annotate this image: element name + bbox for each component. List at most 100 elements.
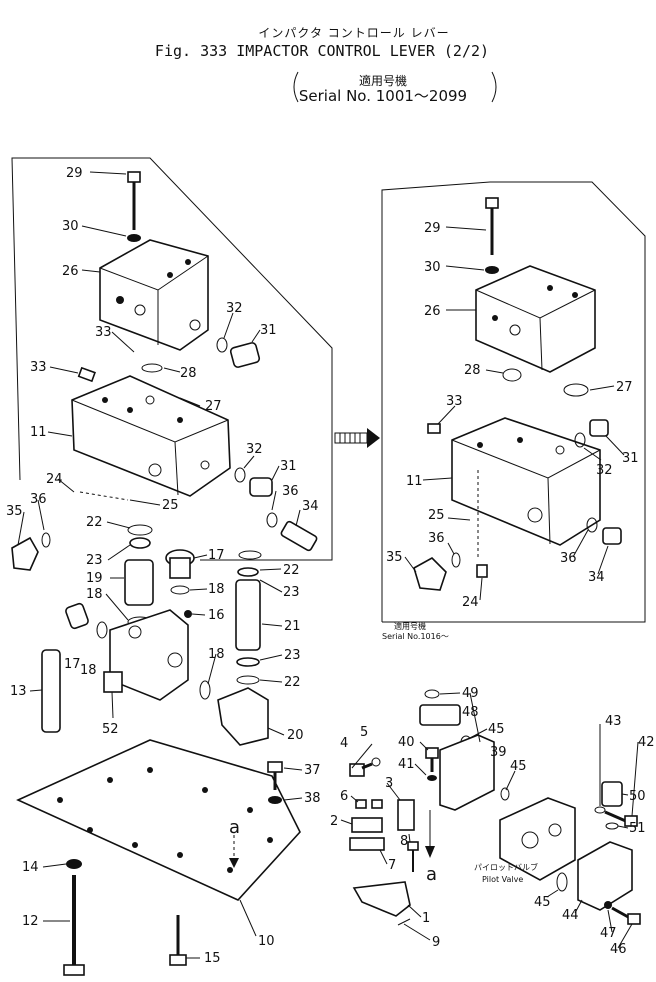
callout-23c: 23: [284, 648, 301, 663]
cap-17: [165, 549, 195, 579]
bracket-7: [349, 837, 385, 851]
pilot-valve-label-jp: パイロットバルブ: [474, 862, 538, 872]
inset-callout-30: 30: [424, 260, 441, 275]
o-ring-45b: [500, 787, 510, 801]
inset-callout-29: 29: [424, 221, 441, 236]
washer-38: [268, 796, 282, 804]
block-44: [577, 841, 633, 911]
pin-13: [41, 649, 61, 733]
o-ring-49: [424, 689, 440, 699]
inset-fitting-34: [602, 527, 622, 545]
inset-o-ring-36b: [451, 552, 461, 568]
callout-19: 19: [86, 571, 103, 586]
callout-45c: 45: [534, 895, 551, 910]
callout-22b: 22: [283, 563, 300, 578]
cap-17b: [65, 602, 89, 630]
inset-callout-25: 25: [428, 508, 445, 523]
callout-44: 44: [562, 908, 579, 923]
bracket-3: [397, 799, 415, 831]
bolt-42: [604, 810, 638, 827]
callout-18: 18: [208, 582, 225, 597]
callout-33b: 33: [30, 360, 47, 375]
bolt-37: [267, 761, 283, 790]
callout-42: 42: [638, 735, 655, 750]
inset-callout-35: 35: [386, 550, 403, 565]
callout-49: 49: [462, 686, 479, 701]
callout-23: 23: [86, 553, 103, 568]
callout-15: 15: [204, 951, 221, 966]
bolt-8: [407, 841, 419, 872]
o-ring-36: [266, 512, 278, 528]
view-arrowhead-right: [425, 846, 435, 858]
inset-boundary: [381, 181, 646, 623]
o-ring-22b: [236, 675, 260, 685]
callout-16: 16: [208, 608, 225, 623]
clip-2: [351, 817, 383, 833]
inset-o-ring-28: [502, 368, 522, 382]
o-ring-18b: [170, 585, 190, 595]
o-ring-18c: [96, 621, 108, 639]
valve-39: [439, 734, 495, 811]
plate-10: [16, 739, 301, 901]
o-ring-22: [238, 550, 262, 560]
fitting-50: [601, 781, 623, 807]
callout-31: 31: [260, 323, 277, 338]
inset-o-ring-27: [563, 383, 589, 397]
inset-callout-36b: 36: [560, 551, 577, 566]
callout-24: 24: [46, 472, 63, 487]
inset-callout-34: 34: [588, 570, 605, 585]
inset-valve-body-11: [451, 417, 601, 546]
callout-25: 25: [162, 498, 179, 513]
callout-50: 50: [629, 789, 646, 804]
callout-35: 35: [6, 504, 23, 519]
callout-3: 3: [385, 776, 393, 791]
callout-2: 2: [330, 814, 338, 829]
valve-block-26: [99, 239, 209, 351]
bolt-40: [425, 747, 439, 772]
callout-41: 41: [398, 757, 415, 772]
washer-5: [371, 757, 381, 767]
o-ring-51: [605, 822, 619, 830]
pilot-valve-label: Pilot Valve: [482, 875, 523, 884]
title-japanese: インパクタ コントロール レバー: [258, 26, 450, 40]
o-ring-36b: [41, 532, 51, 548]
callout-17: 17: [208, 548, 225, 563]
inset-elbow-35: [413, 557, 447, 591]
callout-1: 1: [422, 911, 430, 926]
callout-21: 21: [284, 619, 301, 634]
washer-14: [66, 859, 82, 869]
callout-9: 9: [432, 935, 440, 950]
washer-30: [127, 234, 141, 242]
inset-callout-24: 24: [462, 595, 479, 610]
plug-33: [77, 366, 96, 383]
inset-plug-31: [589, 419, 609, 437]
inset-arrow: [334, 428, 380, 448]
callout-48: 48: [462, 705, 479, 720]
callout-26: 26: [62, 264, 79, 279]
serial-bracket-left: [293, 71, 299, 103]
inset-washer-30: [485, 266, 499, 274]
inset-bolt-29: [485, 197, 499, 255]
callout-7: 7: [388, 858, 396, 873]
sleeve-21: [235, 567, 261, 651]
callout-45: 45: [488, 722, 505, 737]
callout-14: 14: [22, 860, 39, 875]
callout-36b: 36: [30, 492, 47, 507]
callout-45b: 45: [510, 759, 527, 774]
o-ring-32b: [234, 467, 246, 483]
callout-34: 34: [302, 499, 319, 514]
callout-22: 22: [86, 515, 103, 530]
callout-27: 27: [205, 399, 222, 414]
callout-12: 12: [22, 914, 39, 929]
callout-10: 10: [258, 934, 275, 949]
serial-range: Serial No. 1001～2099: [298, 87, 468, 105]
callout-28: 28: [180, 366, 197, 381]
callout-32: 32: [226, 301, 243, 316]
inset-part-24: [476, 564, 488, 578]
inset-callout-32: 32: [596, 463, 613, 478]
spool-19: [124, 524, 154, 606]
inset-o-ring-32: [574, 432, 586, 448]
callout-46: 46: [610, 942, 627, 957]
inset-callout-28: 28: [464, 363, 481, 378]
